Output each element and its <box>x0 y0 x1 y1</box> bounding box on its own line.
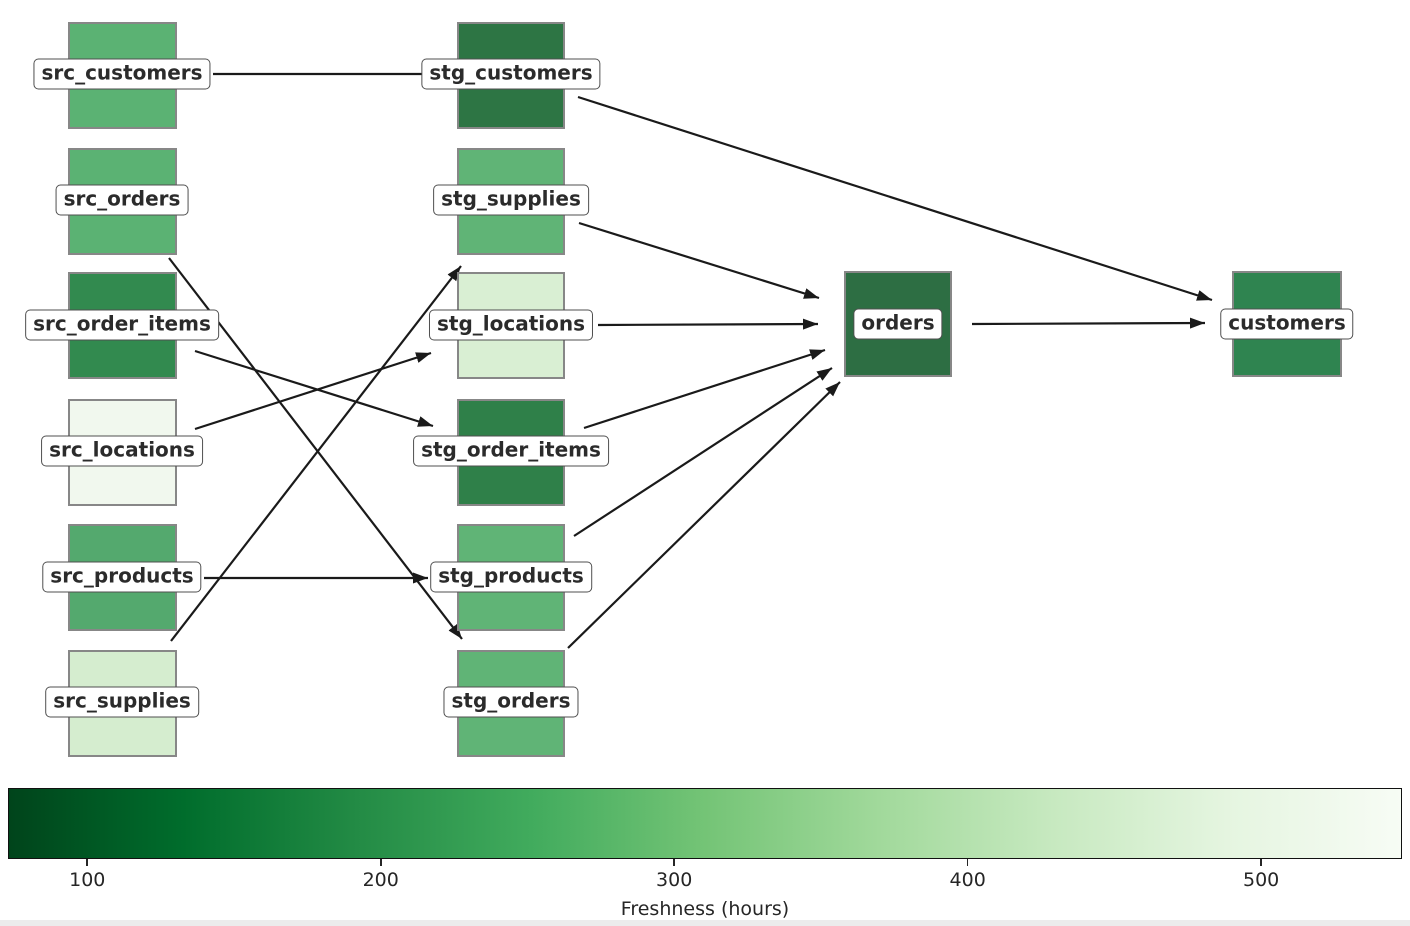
node-label-orders: orders <box>853 308 943 340</box>
node-label-stg_supplies: stg_supplies <box>433 184 589 216</box>
edge-orders-customers <box>971 317 1206 329</box>
edge-stg_customers-customers <box>577 95 1213 302</box>
node-label-stg_products: stg_products <box>430 561 592 593</box>
edge-src_order_items-stg_order_items <box>194 349 434 428</box>
node-label-src_supplies: src_supplies <box>45 686 199 718</box>
colorbar-tickmark-100 <box>86 859 89 866</box>
node-label-customers: customers <box>1220 308 1354 340</box>
node-label-src_products: src_products <box>42 561 202 593</box>
colorbar-tick-label-400: 400 <box>949 869 986 891</box>
colorbar-tickmark-400 <box>966 859 969 866</box>
colorbar-tick-label-500: 500 <box>1242 869 1280 891</box>
node-label-src_locations: src_locations <box>41 435 203 467</box>
edge-stg_locations-orders <box>597 318 819 330</box>
edges-group <box>168 72 1213 649</box>
node-label-stg_orders: stg_orders <box>443 686 579 718</box>
window-bottom-strip <box>0 920 1410 926</box>
colorbar-tickmark-300 <box>673 859 675 866</box>
edge-stg_supplies-orders <box>578 221 820 300</box>
node-label-src_orders: src_orders <box>55 184 189 216</box>
colorbar-tickmark-200 <box>379 859 382 866</box>
edge-stg_orders-orders <box>567 381 841 649</box>
edge-src_supplies-stg_supplies <box>170 265 462 642</box>
node-label-src_customers: src_customers <box>33 58 211 90</box>
edge-stg_products-orders <box>573 367 833 537</box>
node-label-stg_order_items: stg_order_items <box>413 435 609 467</box>
colorbar-tick-label-100: 100 <box>69 869 106 891</box>
colorbar-tick-label-300: 300 <box>656 869 693 891</box>
node-label-stg_customers: stg_customers <box>421 58 601 90</box>
colorbar-tick-label-200: 200 <box>362 869 399 891</box>
node-label-stg_locations: stg_locations <box>428 309 594 341</box>
colorbar-axis-label: Freshness (hours) <box>620 898 790 920</box>
colorbar-gradient <box>8 788 1402 859</box>
edge-src_locations-stg_locations <box>194 351 432 431</box>
edge-stg_order_items-orders <box>583 348 826 430</box>
colorbar-tickmark-500 <box>1260 859 1262 866</box>
node-label-src_order_items: src_order_items <box>25 309 219 341</box>
